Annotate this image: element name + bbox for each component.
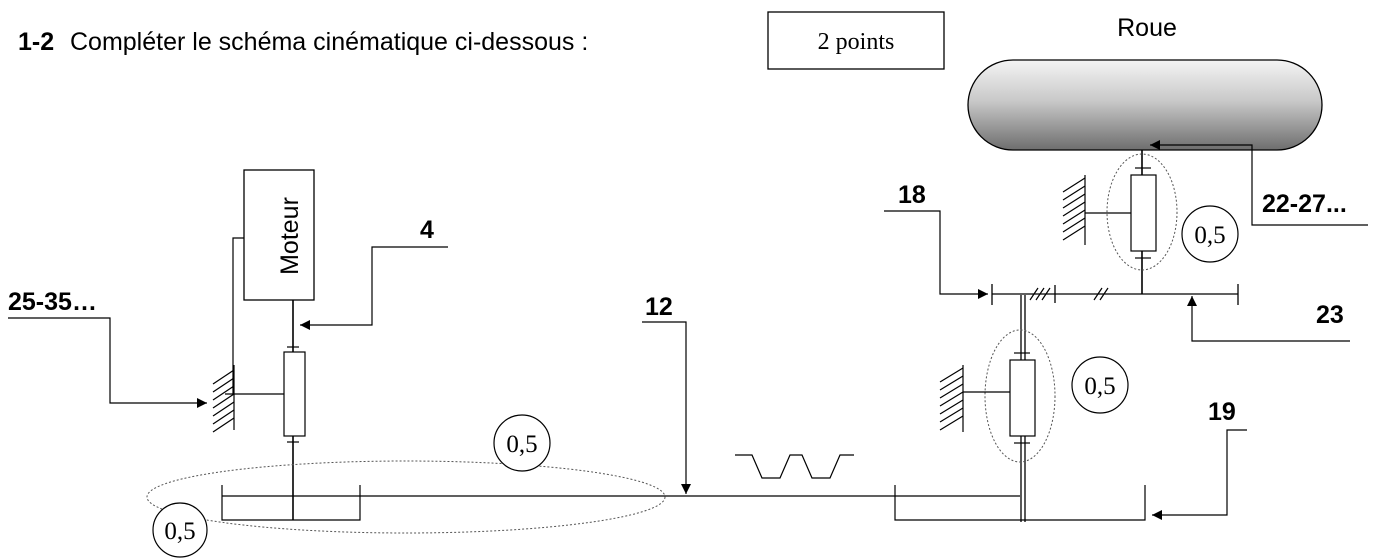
score-belt-left-text: 0,5	[164, 518, 195, 545]
motor-frame-link	[232, 237, 244, 395]
leader-23	[1187, 296, 1350, 342]
leader-22-27	[1150, 140, 1368, 226]
question-instruction: Compléter le schéma cinématique ci-desso…	[70, 28, 588, 56]
wheel-label: Roue	[1117, 14, 1177, 42]
right-lower-bearing	[963, 329, 1056, 463]
leader-18	[884, 210, 988, 299]
belt-answer-zone	[146, 460, 666, 534]
belt-symbol	[735, 454, 854, 479]
left-pulley	[221, 485, 361, 521]
label-18: 18	[898, 181, 926, 209]
label-22-27: 22-27...	[1262, 190, 1347, 218]
score-belt-top: 0,5	[493, 414, 551, 472]
left-ground-hatch	[212, 365, 235, 433]
score-bearing-right-lower-text: 0,5	[1084, 373, 1115, 400]
right-upper-ground-hatch	[1062, 175, 1086, 245]
label-19: 19	[1208, 398, 1236, 426]
leader-25-35	[8, 317, 207, 408]
label-12: 12	[645, 293, 673, 321]
motor-label: Moteur	[276, 197, 304, 275]
score-belt-left: 0,5	[152, 502, 208, 558]
leader-4	[300, 246, 448, 330]
score-belt-top-text: 0,5	[506, 431, 537, 458]
label-25-35: 25-35…	[8, 288, 97, 316]
points-box-label: 2 points	[818, 29, 895, 55]
question-number: 1-2	[18, 28, 54, 56]
right-pulley	[894, 485, 1146, 521]
motor-box	[243, 169, 315, 301]
score-bearing-right-upper-text: 0,5	[1194, 222, 1225, 249]
left-bearing	[225, 346, 306, 443]
right-upper-bearing	[1085, 153, 1178, 271]
leader-19	[1152, 429, 1247, 520]
right-lower-ground-hatch	[939, 365, 964, 432]
label-4: 4	[420, 216, 434, 244]
label-23: 23	[1316, 301, 1344, 329]
score-bearing-right-lower: 0,5	[1071, 356, 1129, 414]
points-box	[767, 11, 945, 70]
wheel	[967, 59, 1323, 151]
score-bearing-right-upper: 0,5	[1181, 205, 1239, 263]
gear-teeth-marks	[1029, 287, 1109, 301]
leader-12	[642, 321, 691, 494]
